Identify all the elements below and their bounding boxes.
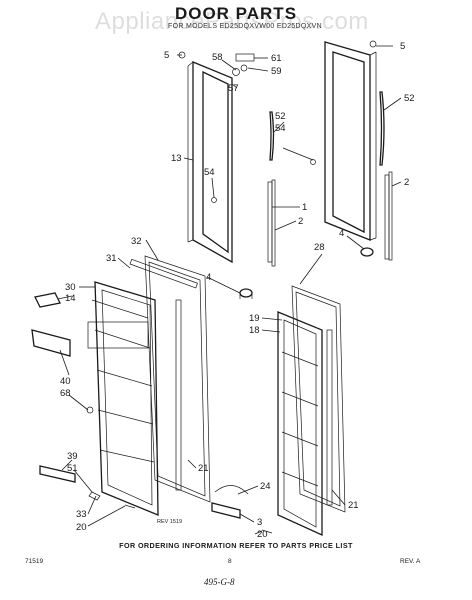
callout: 21 (198, 463, 209, 474)
freezer-door-frame (187, 61, 233, 264)
bushing-right (360, 247, 374, 257)
callout: 18 (249, 325, 260, 336)
callout: 52 (275, 111, 286, 122)
bushing-left (239, 288, 253, 299)
callout: 57 (228, 83, 239, 94)
callout: 19 (249, 313, 260, 324)
footer-left-code: 71519 (25, 558, 44, 565)
callout: 68 (60, 388, 71, 399)
callout-labels: 5 58 61 59 57 13 54 52 54 1 2 5 52 2 4 2… (60, 41, 415, 540)
screw-5-right (369, 40, 377, 48)
callout: 58 (212, 52, 223, 63)
callout: 13 (171, 153, 182, 164)
freezer-door-liner (87, 281, 159, 516)
callout: 4 (339, 228, 344, 239)
watermark: AppliancePartsPros.com (95, 8, 369, 35)
callout: 28 (314, 242, 325, 253)
screw-20-right (261, 529, 273, 534)
footer-revision: REV. A (400, 558, 421, 565)
footer-page-number: 8 (228, 558, 232, 565)
callout: 30 (65, 282, 76, 293)
callout: 2 (404, 177, 409, 188)
callout: 39 (67, 451, 78, 462)
door-gasket-left (144, 255, 211, 503)
screw-54-right (310, 159, 316, 165)
screw-54 (211, 197, 217, 203)
breaker-strip-left (129, 258, 198, 491)
callout: 5 (164, 50, 169, 61)
shelf-bin-30-14 (34, 292, 61, 308)
callout: 20 (76, 522, 87, 533)
callout: 21 (348, 500, 359, 511)
callout: 4 (206, 272, 211, 283)
shelf-24-3 (211, 485, 249, 519)
leader-lines (57, 45, 402, 535)
ordering-info-note: FOR ORDERING INFORMATION REFER TO PARTS … (119, 541, 353, 550)
door-gasket-right (291, 285, 346, 513)
callout: 33 (76, 509, 87, 520)
callout: 31 (106, 253, 117, 264)
door-handle-left (267, 111, 276, 267)
page-title: DOOR PARTS (174, 4, 298, 23)
door-handle-right (379, 91, 393, 261)
callout: 59 (271, 66, 282, 77)
callout: 20 (257, 529, 268, 540)
model-subtitle: FOR MODELS ED25DQXVW00 ED25DQXVN (168, 23, 322, 30)
hinge-top-left (232, 53, 255, 76)
callout: 3 (257, 517, 262, 528)
part-68 (86, 406, 94, 414)
callout: 1 (302, 202, 307, 213)
callout: 51 (67, 463, 78, 474)
screw-20-left (124, 504, 136, 509)
callout: 14 (65, 293, 76, 304)
callout: 54 (204, 167, 215, 178)
callout: 52 (404, 93, 415, 104)
callout: 61 (271, 53, 282, 64)
callout: 2 (298, 216, 303, 227)
handwritten-note: 495-G-8 (204, 577, 235, 587)
fresh-food-door-liner (277, 311, 323, 537)
rev-stamp: REV 1519 (157, 519, 183, 525)
callout: 32 (131, 236, 142, 247)
part-33 (88, 491, 101, 501)
callout: 5 (400, 41, 405, 52)
callout: 40 (60, 376, 71, 387)
fresh-food-door-frame (324, 41, 377, 241)
shelf-39-51 (39, 465, 76, 483)
callout: 54 (275, 123, 286, 134)
callout: 24 (260, 481, 271, 492)
shelf-bin-40-68 (31, 329, 71, 357)
